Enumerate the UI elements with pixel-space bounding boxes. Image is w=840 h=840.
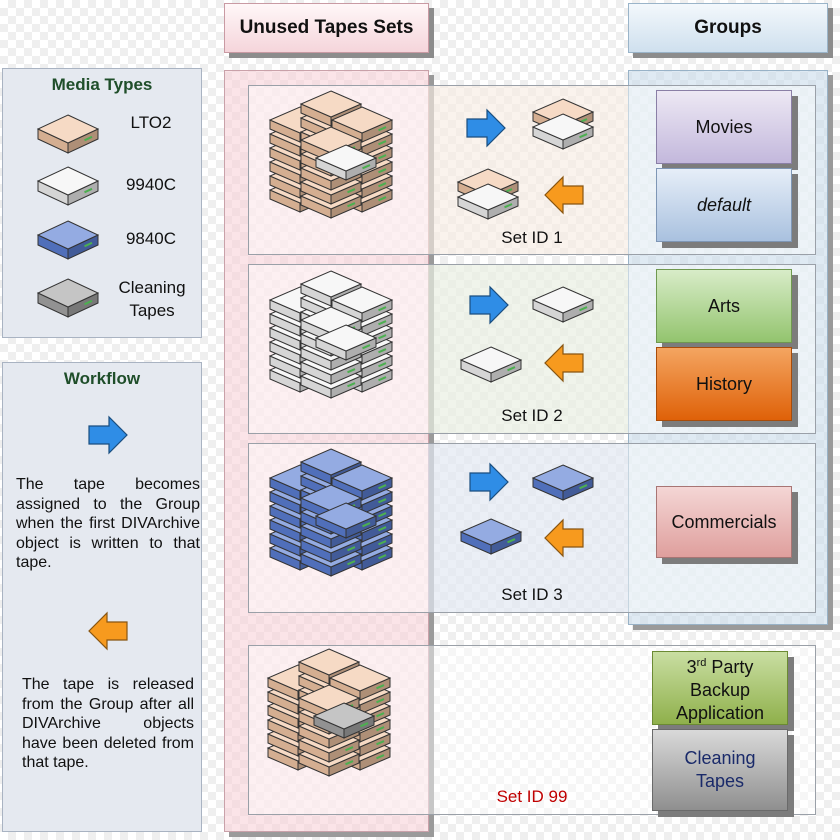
group-third-party-backup: 3rd Party Backup Application	[652, 651, 788, 725]
tape-icon	[330, 106, 394, 143]
group-arts: Arts	[656, 269, 792, 343]
groups-header: Groups	[628, 3, 828, 53]
group-commercials: Commercials	[656, 486, 792, 558]
cleaning-line-1: Cleaning	[684, 748, 756, 768]
set-3-tint	[428, 444, 628, 612]
set-2-release-arrow-icon	[544, 343, 584, 383]
tape-icon	[330, 286, 394, 323]
tape-icon	[312, 702, 376, 739]
workflow-assign-text: The tape becomes assigned to the Group w…	[16, 476, 200, 571]
set-2-tape-library	[268, 270, 394, 399]
workflow-release-text: The tape is released from the Group afte…	[22, 676, 194, 771]
set-3-release-arrow-icon	[544, 518, 584, 558]
lto2-tape-icon	[36, 114, 100, 154]
group-default: default	[656, 168, 792, 242]
media-types-title: Media Types	[51, 75, 153, 94]
set-1-label: Set ID 1	[501, 228, 563, 247]
group-movies: Movies	[656, 90, 792, 164]
tape-icon	[330, 464, 394, 501]
9840c-tape-icon	[36, 220, 100, 260]
media-types-panel: Media Types LTO2 9940C 9840C Cleaning Ta…	[2, 68, 202, 338]
workflow-arrows	[88, 415, 128, 651]
set-2-assigned-tape-icon	[531, 286, 595, 323]
media-type-cleaning-label: Cleaning Tapes	[118, 278, 186, 320]
set-3-assigned-tape-icon	[531, 464, 595, 501]
set-3-tape-library	[268, 448, 394, 577]
set-3-label: Set ID 3	[501, 585, 563, 604]
set-2-tint	[428, 265, 628, 433]
set-1-assign-arrow-icon	[466, 108, 506, 148]
set-2-released-tape-icon	[459, 346, 523, 383]
set-1-tape-library	[268, 90, 394, 219]
third-party-line-3: Application	[675, 702, 765, 723]
set-1-assigned-tape-icon	[531, 113, 595, 150]
workflow-title: Workflow	[63, 369, 141, 388]
release-arrow-icon	[88, 611, 128, 651]
tape-icon	[314, 144, 378, 181]
group-cleaning-tapes: Cleaning Tapes	[652, 729, 788, 811]
media-type-icons	[36, 114, 100, 318]
assign-arrow-icon	[88, 415, 128, 455]
set-1-released-tape-icon	[456, 183, 520, 220]
set-3-released-tape-icon	[459, 518, 523, 555]
set-2-label: Set ID 2	[501, 406, 563, 425]
unused-tape-sets-header: Unused Tapes Sets	[224, 3, 429, 53]
cleaning-tape-icon	[36, 278, 100, 318]
set-2-assign-arrow-icon	[469, 285, 509, 325]
cleaning-line-2: Tapes	[695, 771, 745, 791]
set-1-tint	[428, 86, 628, 254]
set-1-release-arrow-icon	[544, 175, 584, 215]
media-type-lto2-label: LTO2	[130, 113, 172, 132]
tape-icon	[314, 324, 378, 361]
third-party-line-2: Backup	[689, 679, 751, 700]
set-99-tape-library	[266, 648, 392, 777]
set-99-label: Set ID 99	[496, 787, 568, 806]
media-type-9940c-label: 9940C	[125, 175, 177, 194]
workflow-panel: Workflow The tape becomes assigned to th…	[2, 362, 202, 832]
set-3-assign-arrow-icon	[469, 462, 509, 502]
9940c-tape-icon	[36, 166, 100, 206]
tape-icon	[328, 664, 392, 701]
tape-icon	[314, 502, 378, 539]
third-party-line-1: 3rd Party	[686, 656, 754, 677]
media-type-9840c-label: 9840C	[125, 229, 177, 248]
group-history: History	[656, 347, 792, 421]
